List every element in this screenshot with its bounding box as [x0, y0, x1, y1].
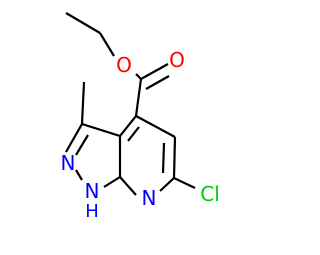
bond: [103, 176, 121, 188]
atom-o-carbonyl: O: [169, 48, 185, 72]
bond: [75, 169, 83, 181]
bond: [161, 142, 166, 174]
atom-n7: N: [142, 186, 157, 210]
bond: [65, 12, 101, 34]
structure-diagram: O O N N H N Cl: [61, 12, 220, 222]
bond: [80, 81, 86, 125]
bond: [145, 75, 170, 90]
bond: [140, 63, 169, 80]
bond: [159, 177, 175, 192]
atom-o-ester: O: [116, 53, 132, 77]
bond: [99, 32, 115, 57]
bond: [81, 122, 121, 138]
bond: [127, 126, 140, 142]
atom-cl: Cl: [200, 182, 220, 206]
atom-n1-hydrogen: H: [85, 201, 99, 222]
bond: [119, 176, 137, 196]
bond: [172, 136, 177, 179]
bond: [135, 115, 176, 138]
bond: [75, 134, 89, 156]
atom-n2: N: [61, 151, 76, 175]
bond: [134, 78, 143, 117]
bond: [119, 115, 137, 137]
bond: [135, 73, 142, 80]
atom-n1: N: [85, 179, 100, 203]
bond: [173, 177, 196, 189]
bond: [65, 123, 83, 153]
molecule-canvas: O O N N H N Cl: [61, 12, 220, 222]
